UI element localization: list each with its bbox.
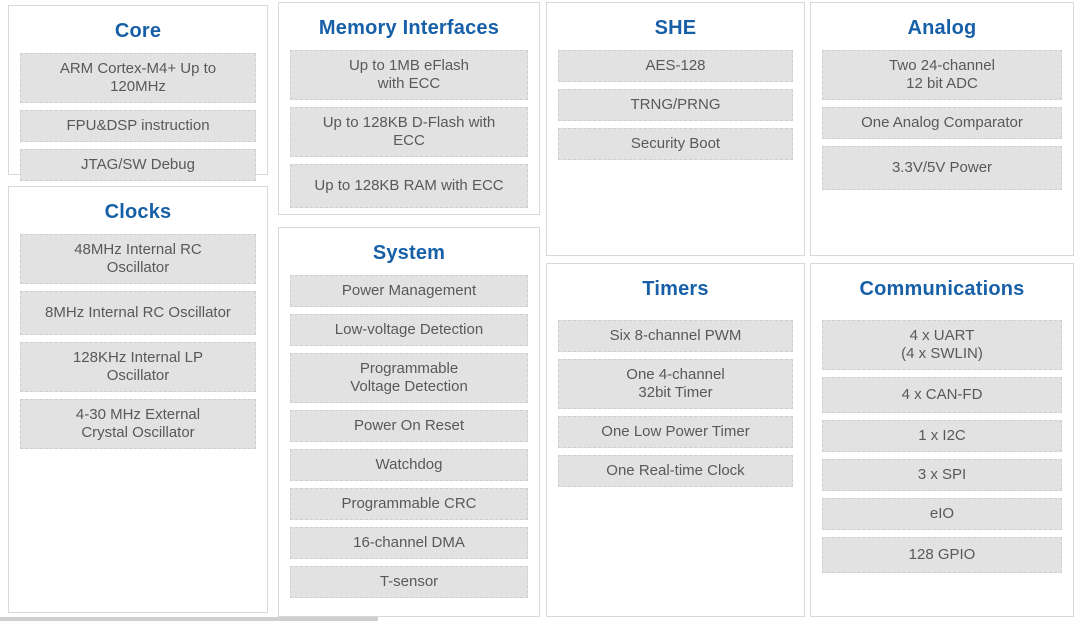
panel-communications-title: Communications	[859, 278, 1025, 300]
feature-item: One Analog Comparator	[822, 107, 1062, 139]
feature-item: 128KHz Internal LP Oscillator	[20, 342, 256, 392]
panel-communications-items: 4 x UART (4 x SWLIN) 4 x CAN-FD 1 x I2C …	[811, 320, 1073, 573]
feature-item: Watchdog	[290, 449, 528, 481]
panel-clocks-items: 48MHz Internal RC Oscillator 8MHz Intern…	[9, 234, 267, 449]
panel-analog: Analog Two 24-channel 12 bit ADC One Ana…	[810, 2, 1074, 256]
feature-item: 4-30 MHz External Crystal Oscillator	[20, 399, 256, 449]
panel-timers-items: Six 8-channel PWM One 4-channel 32bit Ti…	[547, 320, 804, 487]
panel-she-title: SHE	[654, 17, 697, 39]
panel-analog-title: Analog	[907, 17, 977, 39]
feature-item: Two 24-channel 12 bit ADC	[822, 50, 1062, 100]
panel-timers: Timers Six 8-channel PWM One 4-channel 3…	[546, 263, 805, 617]
feature-item: TRNG/PRNG	[558, 89, 793, 121]
feature-item: One Low Power Timer	[558, 416, 793, 448]
feature-item: JTAG/SW Debug	[20, 149, 256, 181]
feature-item: 4 x CAN-FD	[822, 377, 1062, 413]
panel-memory-interfaces: Memory Interfaces Up to 1MB eFlash with …	[278, 2, 540, 215]
feature-item: 1 x I2C	[822, 420, 1062, 452]
feature-item: Programmable CRC	[290, 488, 528, 520]
feature-item: eIO	[822, 498, 1062, 530]
panel-core-items: ARM Cortex-M4+ Up to 120MHz FPU&DSP inst…	[9, 53, 267, 181]
feature-item: One 4-channel 32bit Timer	[558, 359, 793, 409]
panel-core-title: Core	[114, 20, 162, 42]
panel-communications: Communications 4 x UART (4 x SWLIN) 4 x …	[810, 263, 1074, 617]
feature-item: Up to 1MB eFlash with ECC	[290, 50, 528, 100]
panel-core: Core ARM Cortex-M4+ Up to 120MHz FPU&DSP…	[8, 5, 268, 181]
panel-memory-interfaces-items: Up to 1MB eFlash with ECC Up to 128KB D-…	[279, 50, 539, 208]
feature-item: Up to 128KB D-Flash with ECC	[290, 107, 528, 157]
panel-clocks-title: Clocks	[104, 201, 172, 223]
feature-item: Up to 128KB RAM with ECC	[290, 164, 528, 208]
feature-item: 3.3V/5V Power	[822, 146, 1062, 190]
feature-item: Power On Reset	[290, 410, 528, 442]
feature-item: 3 x SPI	[822, 459, 1062, 491]
feature-item: T-sensor	[290, 566, 528, 598]
panel-system-title: System	[372, 242, 446, 264]
feature-item: ARM Cortex-M4+ Up to 120MHz	[20, 53, 256, 103]
panel-she: SHE AES-128 TRNG/PRNG Security Boot	[546, 2, 805, 256]
panel-analog-items: Two 24-channel 12 bit ADC One Analog Com…	[811, 50, 1073, 190]
feature-item: 128 GPIO	[822, 537, 1062, 573]
panel-system: System Power Management Low-voltage Dete…	[278, 227, 540, 617]
panel-she-items: AES-128 TRNG/PRNG Security Boot	[547, 50, 804, 160]
feature-item: FPU&DSP instruction	[20, 110, 256, 142]
feature-item: Six 8-channel PWM	[558, 320, 793, 352]
feature-item: AES-128	[558, 50, 793, 82]
bottom-left-strip	[0, 617, 378, 621]
feature-item: 48MHz Internal RC Oscillator	[20, 234, 256, 284]
panel-clocks: Clocks 48MHz Internal RC Oscillator 8MHz…	[8, 186, 268, 613]
panel-memory-interfaces-title: Memory Interfaces	[318, 17, 500, 39]
feature-item: 4 x UART (4 x SWLIN)	[822, 320, 1062, 370]
feature-item: 8MHz Internal RC Oscillator	[20, 291, 256, 335]
panel-timers-title: Timers	[642, 278, 709, 300]
feature-item: 16-channel DMA	[290, 527, 528, 559]
feature-item: Power Management	[290, 275, 528, 307]
feature-item: Low-voltage Detection	[290, 314, 528, 346]
panel-system-items: Power Management Low-voltage Detection P…	[279, 275, 539, 598]
feature-item: One Real-time Clock	[558, 455, 793, 487]
feature-item: Security Boot	[558, 128, 793, 160]
feature-item: Programmable Voltage Detection	[290, 353, 528, 403]
